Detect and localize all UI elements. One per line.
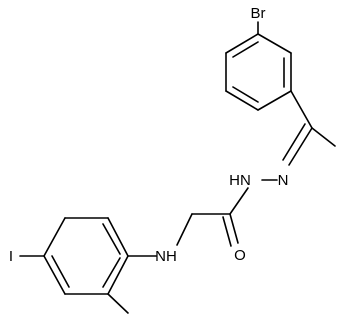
bond-c-o-double xyxy=(229,213,239,244)
bromophenyl-ring xyxy=(225,33,292,111)
iodomethylphenyl-ring xyxy=(43,217,129,295)
bond xyxy=(51,255,70,288)
hydrazone-nh-label: HN xyxy=(229,172,251,189)
bond-ring-to-imine-carbon xyxy=(290,90,313,129)
bond xyxy=(107,255,129,295)
bromine-atom-label: Br xyxy=(251,5,266,22)
bond xyxy=(225,33,259,54)
bond xyxy=(232,41,259,58)
bond-c-n-double-inner xyxy=(282,123,306,161)
bond xyxy=(102,257,121,288)
bond xyxy=(225,90,259,111)
bond xyxy=(257,90,292,111)
iodine-atom-label: I xyxy=(9,248,13,265)
amine-nh-label: NH xyxy=(155,248,177,265)
carbonyl-oxygen-label: O xyxy=(234,247,246,264)
bond xyxy=(257,33,292,54)
bond xyxy=(232,86,259,103)
bond-ch2-nh xyxy=(176,213,193,246)
bond-aryl-methyl xyxy=(107,293,129,314)
bond-methyl xyxy=(311,127,336,147)
imine-nitrogen-label: N xyxy=(278,172,289,189)
bond xyxy=(107,217,129,257)
bond xyxy=(43,217,66,257)
bond-c-n-double xyxy=(288,127,313,166)
bond-nh-carbonyl xyxy=(229,187,249,215)
bond xyxy=(102,223,121,255)
bond-c-o-double-inner xyxy=(222,216,232,247)
bond xyxy=(43,255,66,295)
